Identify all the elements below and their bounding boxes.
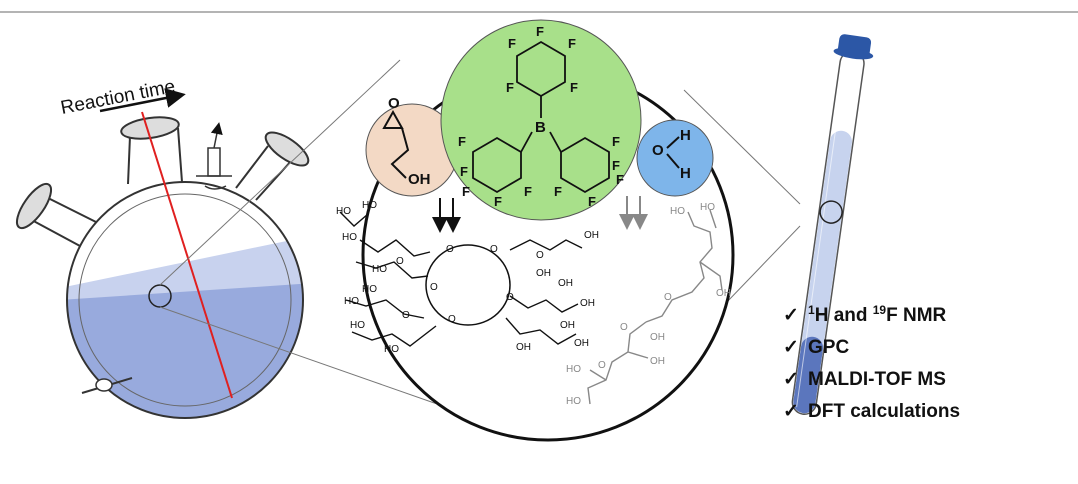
sampling-line [141,111,233,399]
svg-text:HO: HO [700,202,715,213]
svg-text:OH: OH [580,298,595,309]
cyclic-polyglycerol: HO HO HO HO HO HO HO HO OH OH OH OH OH O… [336,200,599,355]
fluorine-atom: F [612,134,620,149]
analysis-item-maldi: ✓ MALDI-TOF MS [783,369,946,390]
svg-text:OH: OH [536,268,551,279]
svg-text:HO: HO [566,396,581,407]
svg-text:HO: HO [336,206,351,217]
svg-text:✓: ✓ [783,337,799,358]
fluorine-atom: F [524,184,532,199]
svg-text:OH: OH [716,288,731,299]
thermometer-icon [196,122,232,190]
svg-text:O: O [620,322,628,333]
nmr-sup-1: 1 [808,303,815,317]
svg-text:✓: ✓ [783,305,799,326]
nmr-sup-19: 19 [873,303,887,317]
svg-text:✓: ✓ [783,369,799,390]
fluorine-atom: F [612,158,620,173]
svg-text:O: O [536,250,544,261]
svg-text:OH: OH [650,332,665,343]
svg-text:O: O [446,244,454,255]
fluorine-atom: F [570,80,578,95]
svg-text:HO: HO [566,364,581,375]
svg-text:O: O [598,360,606,371]
epoxide-ring [382,109,404,129]
svg-text:GPC: GPC [808,337,849,358]
fluorine-atom: F [508,36,516,51]
stopcock-icon [81,377,133,394]
flask-right-joint [264,131,310,167]
boron-atom: B [535,119,546,136]
svg-text:O: O [396,256,404,267]
svg-text:O: O [430,282,438,293]
analysis-item-dft: ✓ DFT calculations [783,401,960,422]
svg-text:HO: HO [342,232,357,243]
svg-text:HO: HO [670,206,685,217]
fluorine-atom: F [506,80,514,95]
zoom-line-flask-top [159,59,401,286]
analysis-item-nmr: ✓ 1H and 19F NMR [783,303,947,326]
flask-body [66,181,304,419]
tube-bottom-dark [793,336,824,414]
fluorine-atom: F [554,184,562,199]
fluorine-atom: F [588,194,596,209]
flask-center-neck [127,127,183,185]
flask-inner-rim [78,193,292,407]
water-oxygen: O [652,142,664,159]
svg-text:OH: OH [516,342,531,353]
fluorine-atom: F [462,184,470,199]
svg-text:HO: HO [362,284,377,295]
fluorine-atom: F [458,134,466,149]
glycidol-oh: OH [408,171,431,188]
fluorine-atom: F [616,172,624,187]
zoom-line-tube-top [683,89,801,205]
fluorine-atom: F [536,24,544,39]
svg-text:1H and 19F NMR: 1H and 19F NMR [808,303,947,326]
svg-text:DFT calculations: DFT calculations [808,401,960,422]
svg-text:O: O [664,292,672,303]
fluorine-atom: F [460,164,468,179]
analysis-list: ✓ 1H and 19F NMR ✓ GPC ✓ MALDI-TOF MS ✓ … [783,303,960,422]
three-neck-flask [15,111,310,419]
svg-text:HO: HO [362,200,377,211]
fluorine-atom: F [494,194,502,209]
svg-text:O: O [388,95,400,112]
fluorine-atom: F [568,36,576,51]
svg-text:OH: OH [558,278,573,289]
water-hydrogen-top: H [680,127,691,144]
water-bubble: O H H [636,119,714,197]
svg-text:O: O [448,314,456,325]
solution-dark [67,282,303,418]
svg-text:HO: HO [372,264,387,275]
svg-text:OH: OH [650,356,665,367]
svg-text:O: O [402,310,410,321]
linear-polyglycerol: HO HO OH OH OH HO HO O O O [566,202,731,407]
zoom-line-flask-bottom [159,306,441,406]
flask-left-neck [27,195,97,247]
water-hydrogen-bottom: H [680,165,691,182]
flask-left-joint [15,182,53,230]
svg-text:OH: OH [574,338,589,349]
svg-text:OH: OH [584,230,599,241]
svg-text:✓: ✓ [783,401,799,422]
glycidol-bubble: O OH [365,95,459,197]
svg-text:HO: HO [350,320,365,331]
reaction-time-arrow [99,88,186,113]
svg-text:HO: HO [344,296,359,307]
svg-text:O: O [490,244,498,255]
svg-text:OH: OH [560,320,575,331]
svg-text:HO: HO [384,344,399,355]
svg-text:O: O [506,292,514,303]
zoom-spot-tube [819,200,843,224]
svg-text:MALDI-TOF MS: MALDI-TOF MS [808,369,946,390]
analysis-item-gpc: ✓ GPC [783,337,849,358]
reaction-time-label: Reaction time [59,76,177,119]
nmr-tube [791,34,874,415]
flask-center-joint [120,116,180,140]
